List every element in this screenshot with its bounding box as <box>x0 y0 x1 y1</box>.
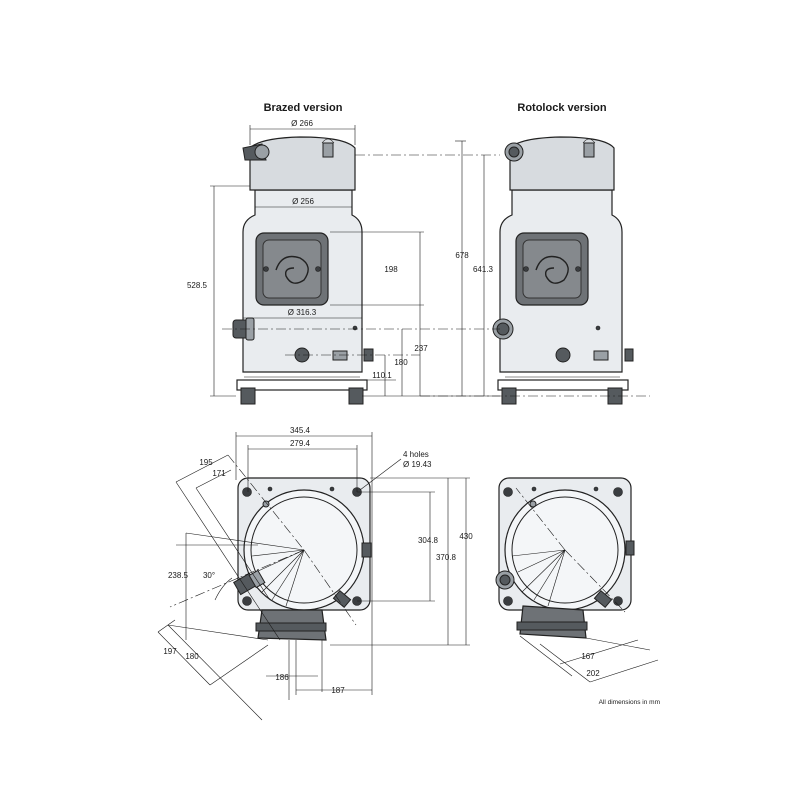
side-view-dimension-labels: Ø 266 Ø 256 Ø 316.3 528.5 198 678 641.3 … <box>187 119 494 380</box>
dim-width-345: 345.4 <box>290 426 311 435</box>
dim-202: 202 <box>586 669 600 678</box>
side-view-dimension-lines <box>210 125 650 397</box>
brazed-top-view <box>233 477 372 641</box>
dim-height-678: 678 <box>455 251 469 260</box>
dim-180b: 180 <box>185 652 199 661</box>
brazed-version-heading: Brazed version <box>264 102 343 114</box>
dim-height-641: 641.3 <box>473 265 494 274</box>
angle-30: 30° <box>203 571 215 580</box>
rotolock-side-view <box>492 136 634 405</box>
dim-195: 195 <box>199 458 213 467</box>
dim-167: 167 <box>581 652 595 661</box>
units-footnote: All dimensions in mm <box>599 699 660 706</box>
dim-171: 171 <box>212 469 226 478</box>
dim-top-diameter: Ø 266 <box>291 119 313 128</box>
dim-height-180: 180 <box>394 358 408 367</box>
dim-197: 197 <box>163 647 177 656</box>
dim-370: 370.8 <box>436 553 457 562</box>
top-view-dimension-labels: 345.4 279.4 195 171 4 holes Ø 19.43 304.… <box>163 426 600 695</box>
dim-186: 186 <box>275 673 289 682</box>
dim-height-528: 528.5 <box>187 281 208 290</box>
dim-mid-diameter: Ø 316.3 <box>288 308 317 317</box>
dim-body-diameter: Ø 256 <box>292 197 314 206</box>
brazed-side-view <box>232 136 374 405</box>
rotolock-top-view <box>495 477 635 639</box>
holes-diameter: Ø 19.43 <box>403 460 432 469</box>
dim-height-198: 198 <box>384 265 398 274</box>
dim-height-237: 237 <box>414 344 428 353</box>
dim-430: 430 <box>459 532 473 541</box>
dim-304: 304.8 <box>418 536 439 545</box>
rotolock-version-heading: Rotolock version <box>517 102 607 114</box>
dim-238: 238.5 <box>168 571 189 580</box>
holes-label: 4 holes <box>403 450 429 459</box>
dim-width-279: 279.4 <box>290 439 311 448</box>
dim-187: 187 <box>331 686 345 695</box>
dim-height-110: 110.1 <box>372 371 392 380</box>
top-view-dimension-lines <box>157 432 659 721</box>
